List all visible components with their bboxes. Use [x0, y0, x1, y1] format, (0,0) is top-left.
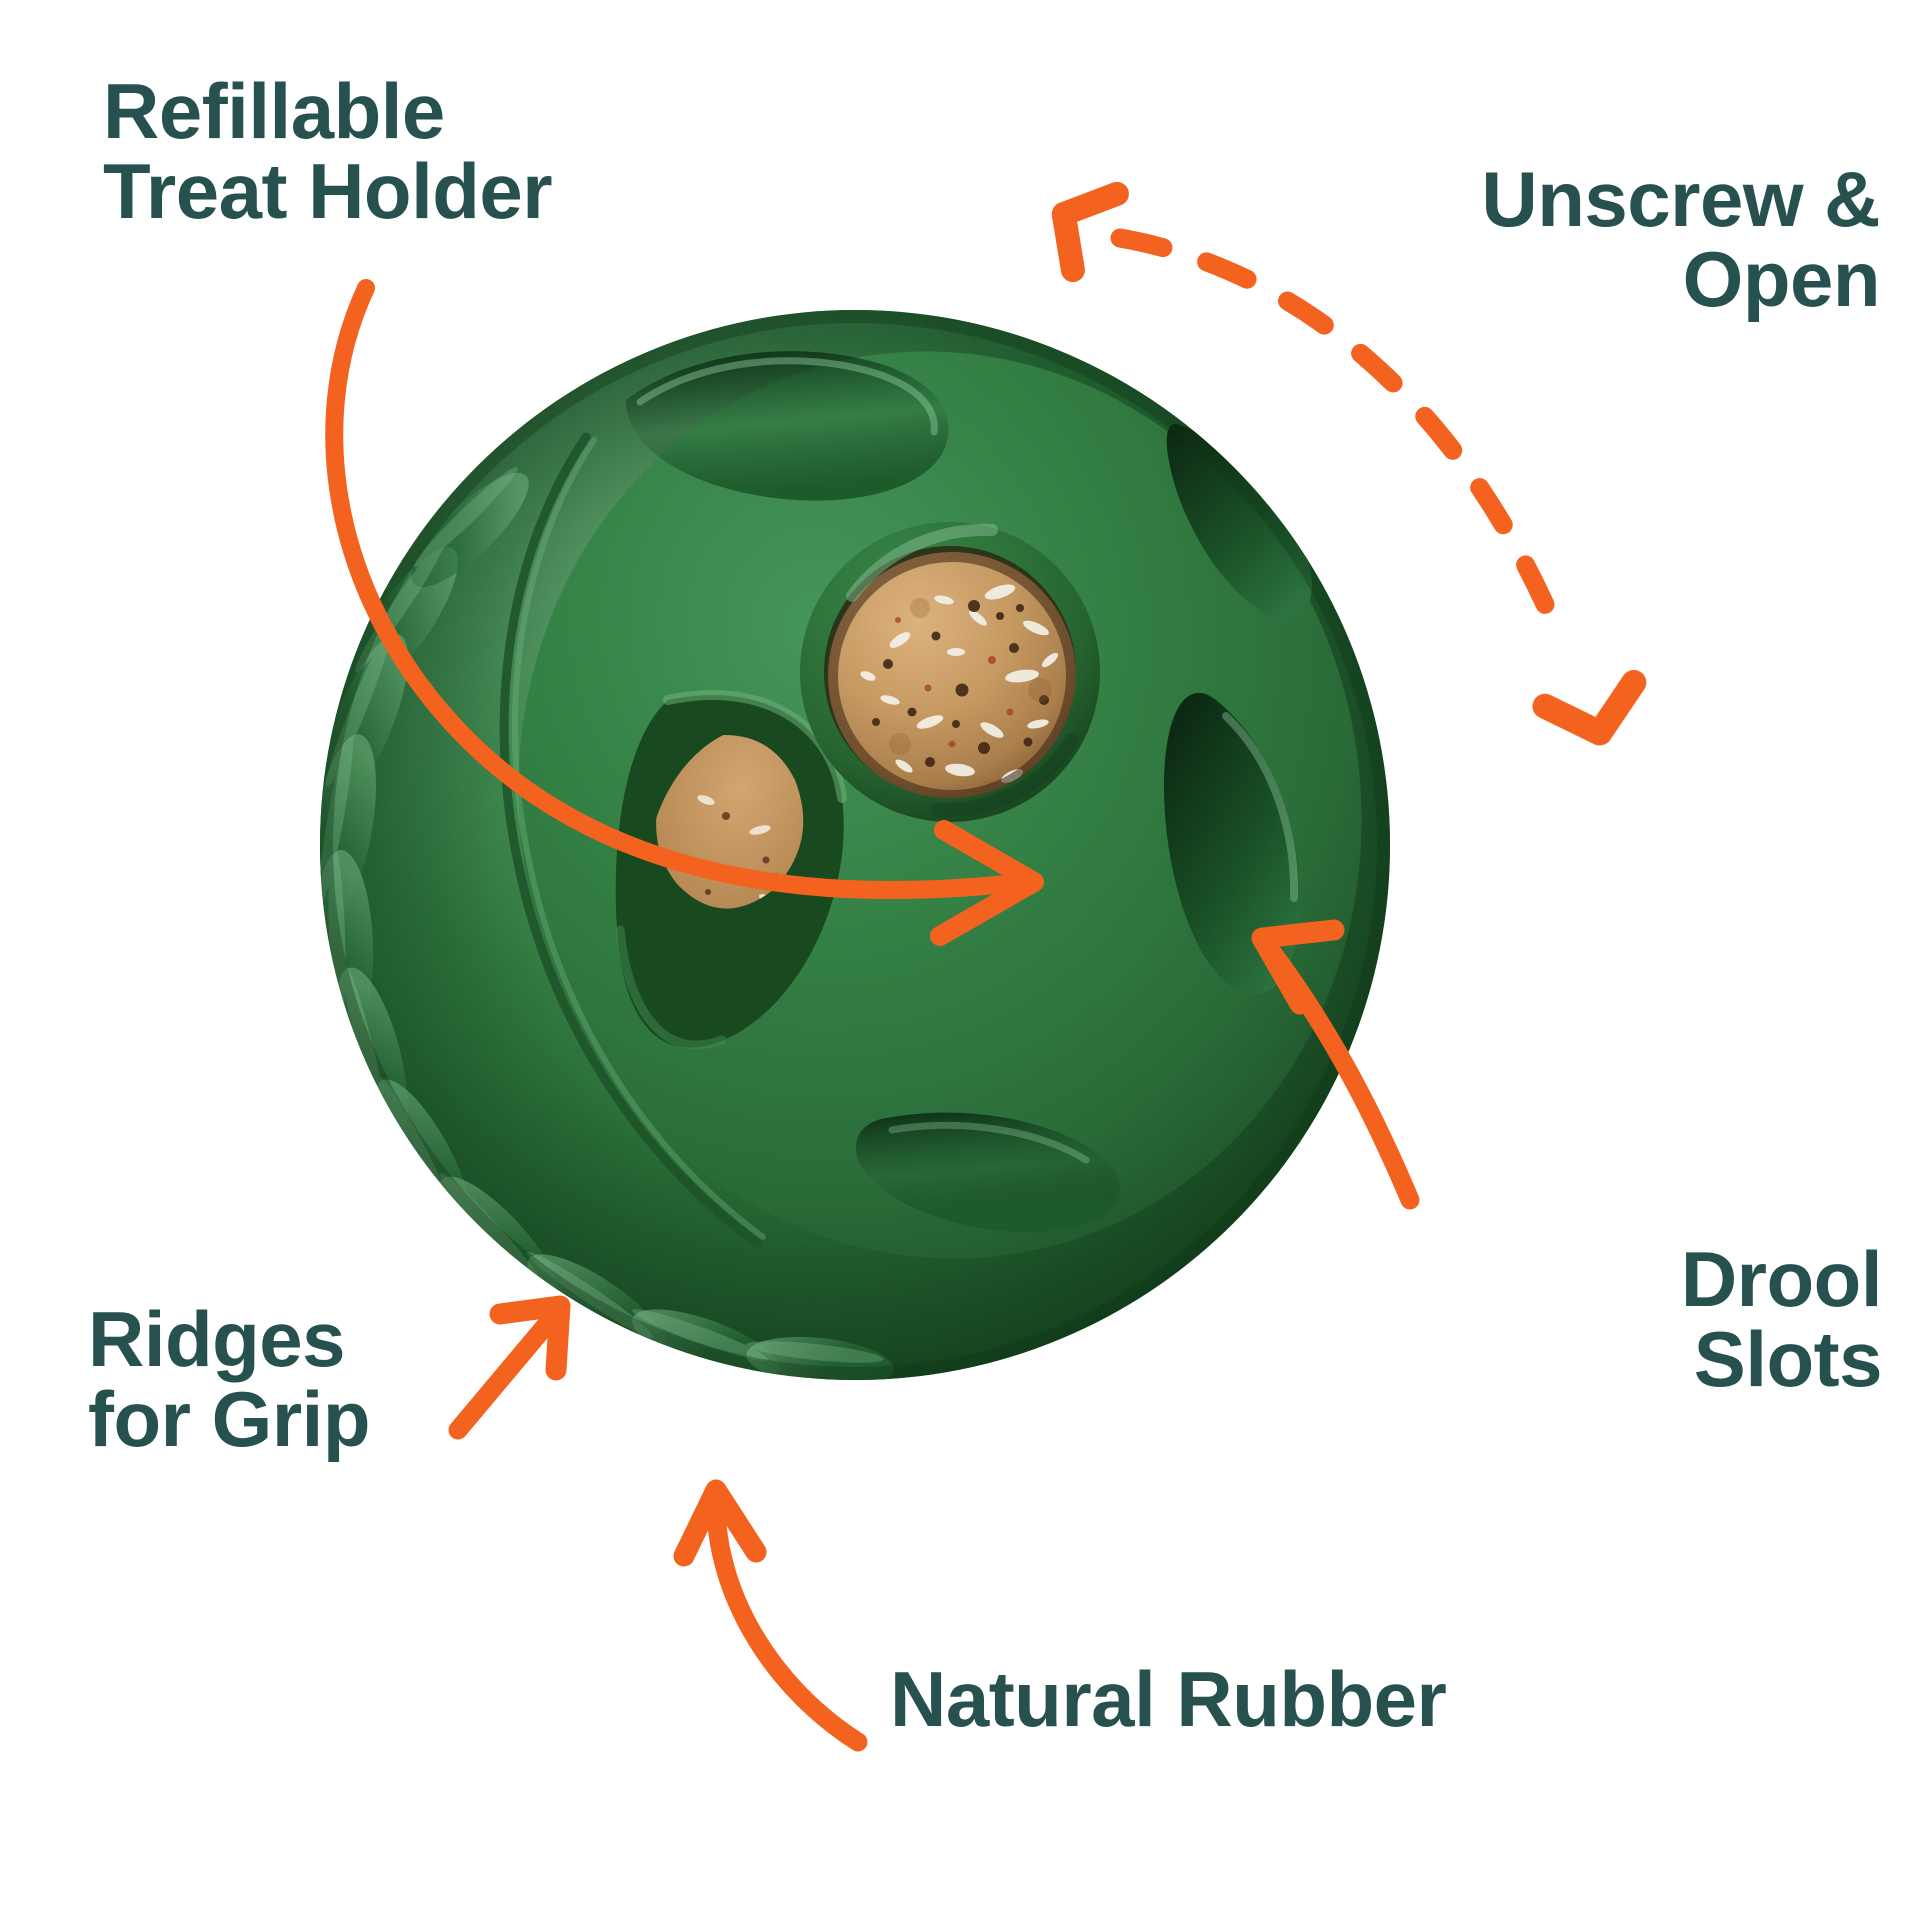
drool-slot-top-right — [1166, 424, 1312, 619]
seam-line — [499, 432, 762, 1248]
arrow-natural-rubber — [673, 1479, 868, 1752]
arrow-ridges-for-grip — [448, 1295, 571, 1440]
treat-ball-graphic — [320, 310, 1390, 1380]
arrow-unscrew-and-open — [1051, 181, 1647, 746]
callout-label-refillable-treat-holder: Refillable Treat Holder — [103, 67, 553, 235]
drool-slot-right — [1164, 692, 1300, 995]
callout-label-drool-slots: Drool Slots — [1680, 1235, 1883, 1403]
arrow-refillable-treat-holder — [325, 279, 1044, 946]
drool-slot-bottom — [855, 1112, 1121, 1233]
callout-label-unscrew-and-open: Unscrew & Open — [1481, 155, 1880, 323]
arrow-drool-slots — [1251, 919, 1420, 1210]
drool-slot-top — [626, 351, 949, 501]
treat-hole — [800, 522, 1100, 822]
callout-label-ridges-for-grip: Ridges for Grip — [88, 1295, 371, 1463]
callout-label-natural-rubber: Natural Rubber — [890, 1655, 1447, 1743]
